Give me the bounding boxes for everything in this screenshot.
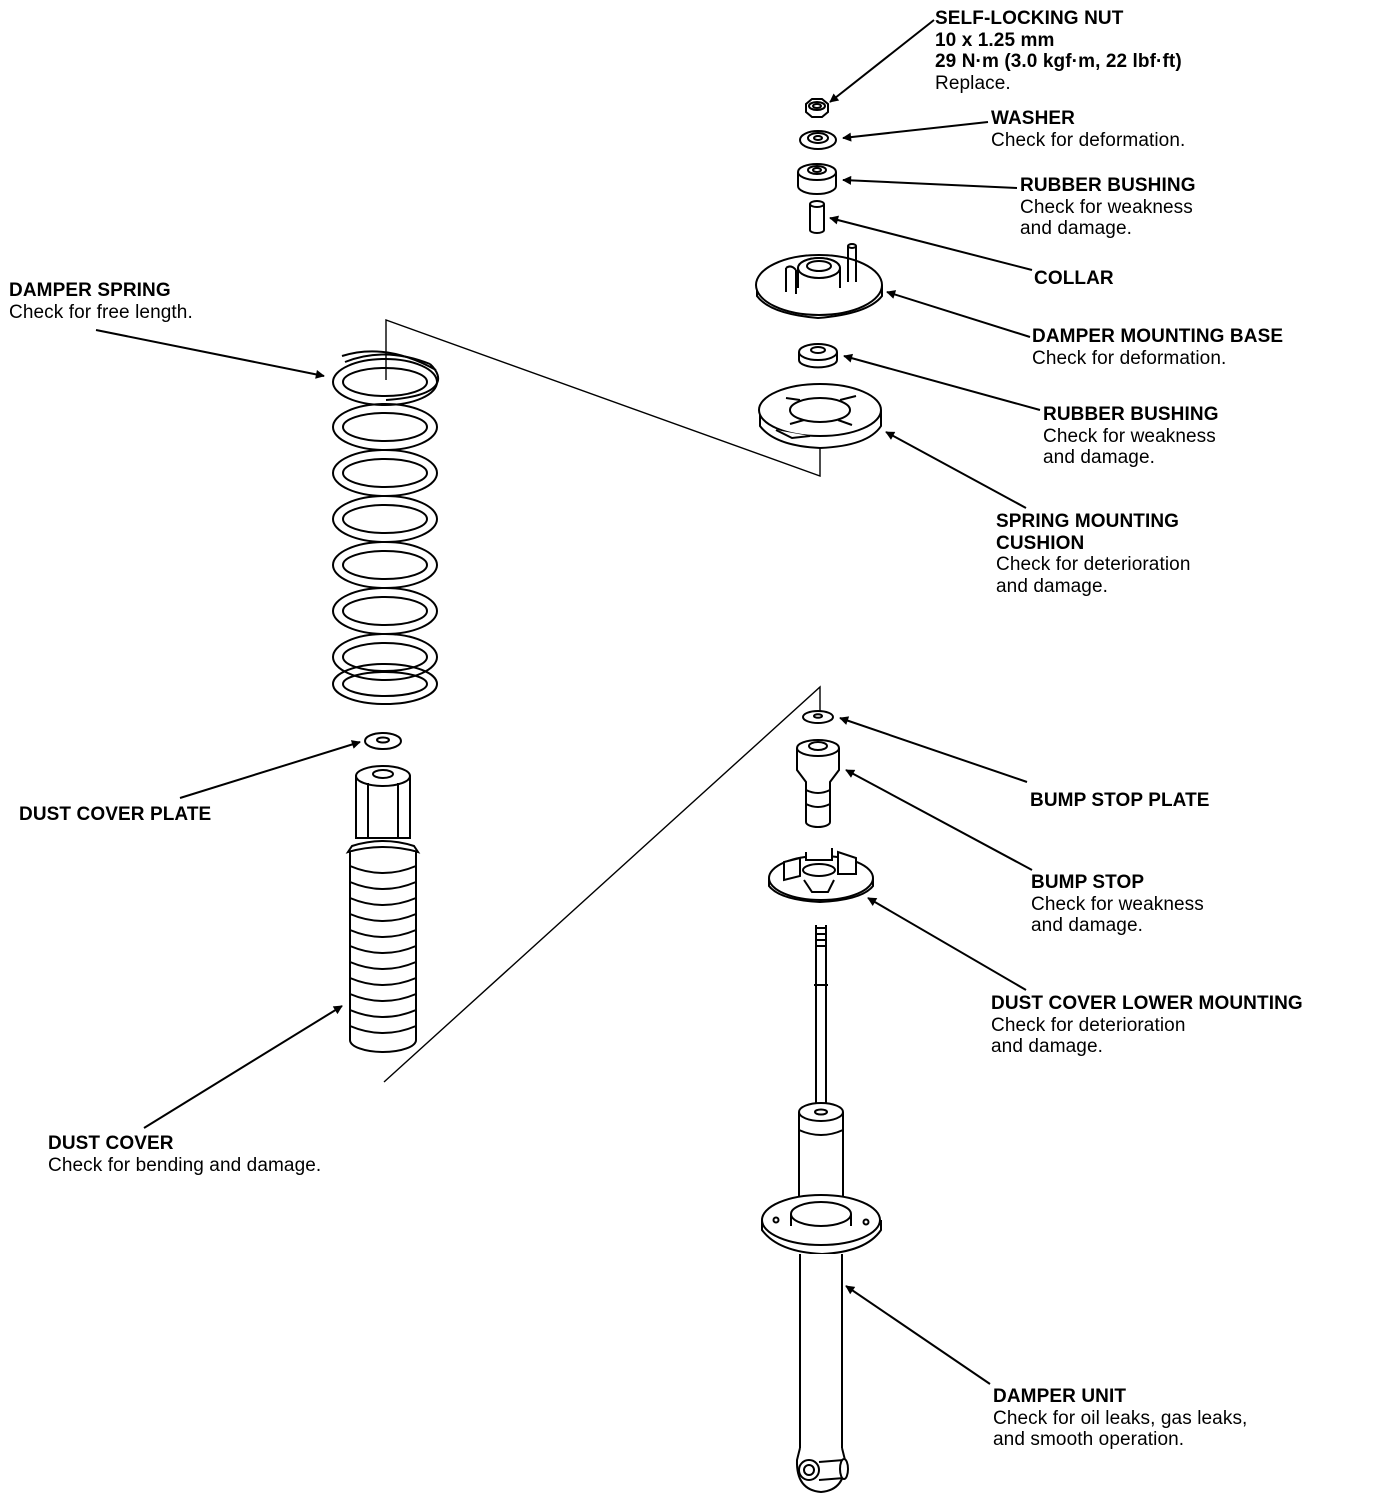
dust-cover-lower-mounting-desc-2: and damage.: [991, 1036, 1104, 1057]
bump-stop-desc-2: and damage.: [1031, 915, 1144, 936]
dust-cover-part: [345, 765, 421, 1053]
label-collar: COLLAR: [1034, 268, 1114, 290]
label-damper-unit: DAMPER UNIT Check for oil leaks, gas lea…: [993, 1386, 1247, 1451]
label-bump-stop-plate: BUMP STOP PLATE: [1030, 790, 1210, 812]
self-locking-nut-desc: Replace.: [935, 72, 1011, 94]
spring-top-guide-line: [385, 319, 821, 477]
washer-part: [799, 130, 837, 150]
damper-spring-desc: Check for free length.: [9, 301, 193, 323]
label-spring-mounting-cushion: SPRING MOUNTING CUSHION Check for deteri…: [996, 511, 1191, 597]
spring-mounting-cushion-title-2: CUSHION: [996, 532, 1085, 554]
rubber-bushing-upper-desc-1: Check for weakness: [1020, 196, 1193, 218]
arrow-damper-unit: [845, 1285, 991, 1385]
arrow-dust-cover-plate: [179, 740, 361, 799]
arrow-upper-rubber-bushing: [842, 175, 1018, 189]
collar-title: COLLAR: [1034, 268, 1114, 289]
bump-stop-part: [796, 739, 840, 828]
damper-mounting-base-desc: Check for deformation.: [1032, 347, 1227, 369]
washer-title: WASHER: [991, 108, 1075, 129]
upper-rubber-bushing-part: [797, 163, 837, 195]
label-washer: WASHER Check for deformation.: [991, 108, 1185, 151]
guide-lines: [383, 319, 821, 1083]
label-damper-mounting-base: DAMPER MOUNTING BASE Check for deformati…: [1032, 326, 1283, 369]
arrow-bump-stop: [845, 769, 1033, 871]
arrow-dust-cover: [143, 1005, 343, 1129]
rubber-bushing-lower-desc-2: and damage.: [1043, 447, 1156, 468]
arrow-washer: [842, 121, 989, 142]
label-rubber-bushing-upper: RUBBER BUSHING Check for weakness and da…: [1020, 175, 1196, 240]
damper-unit-title: DAMPER UNIT: [993, 1386, 1127, 1407]
spring-mounting-cushion-title-1: SPRING MOUNTING: [996, 511, 1180, 532]
label-bump-stop: BUMP STOP Check for weakness and damage.: [1031, 872, 1204, 937]
dust-cover-ribs: [349, 865, 417, 1034]
arrow-damper-mounting-base: [886, 290, 1031, 338]
label-damper-spring: DAMPER SPRING Check for free length.: [9, 280, 193, 323]
dust-cover-plate-part: [364, 732, 402, 750]
label-rubber-bushing-lower: RUBBER BUSHING Check for weakness and da…: [1043, 404, 1219, 469]
arrow-self-locking-nut: [829, 19, 935, 103]
damper-spring-part: [332, 350, 440, 705]
rubber-bushing-lower-desc-1: Check for weakness: [1043, 425, 1216, 447]
self-locking-nut-torque: 29 N·m (3.0 kgf·m, 22 lbf·ft): [935, 51, 1182, 72]
label-self-locking-nut: SELF-LOCKING NUT 10 x 1.25 mm 29 N·m (3.…: [935, 8, 1182, 94]
dust-cover-lower-mounting-title: DUST COVER LOWER MOUNTING: [991, 993, 1303, 1014]
arrow-collar: [829, 215, 1033, 271]
self-locking-nut-title: SELF-LOCKING NUT: [935, 8, 1124, 29]
label-dust-cover: DUST COVER Check for bending and damage.: [48, 1133, 321, 1176]
bump-stop-plate-title: BUMP STOP PLATE: [1030, 790, 1210, 811]
arrow-bump-stop-plate: [839, 716, 1028, 783]
spring-mounting-cushion-desc-1: Check for deterioration: [996, 554, 1191, 575]
damper-unit-desc-1: Check for oil leaks, gas leaks,: [993, 1407, 1248, 1429]
damper-mounting-base-title: DAMPER MOUNTING BASE: [1032, 326, 1284, 347]
self-locking-nut-part: [805, 98, 829, 118]
rubber-bushing-lower-title: RUBBER BUSHING: [1043, 404, 1219, 425]
leader-arrows: [95, 19, 1041, 1385]
dust-cover-title: DUST COVER: [48, 1133, 174, 1154]
collar-part: [809, 200, 825, 234]
bump-stop-desc-1: Check for weakness: [1031, 893, 1204, 915]
label-dust-cover-plate: DUST COVER PLATE: [19, 804, 211, 826]
label-dust-cover-lower-mounting: DUST COVER LOWER MOUNTING Check for dete…: [991, 993, 1303, 1058]
rubber-bushing-upper-desc-2: and damage.: [1020, 218, 1133, 239]
arrow-dust-cover-lower-mounting: [867, 897, 1027, 991]
arrow-spring-mounting-cushion: [885, 431, 1027, 509]
dust-cover-bottom-guide-line: [383, 685, 821, 1083]
spring-mounting-cushion-desc-2: and damage.: [996, 575, 1109, 597]
dust-cover-plate-title: DUST COVER PLATE: [19, 804, 212, 825]
washer-desc: Check for deformation.: [991, 129, 1186, 151]
arrow-damper-spring: [95, 329, 325, 379]
rubber-bushing-upper-title: RUBBER BUSHING: [1020, 175, 1196, 196]
damper-unit-desc-2: and smooth operation.: [993, 1429, 1185, 1450]
damper-unit-part: [761, 925, 882, 1494]
bump-stop-plate-part: [802, 710, 834, 724]
dust-cover-desc: Check for bending and damage.: [48, 1154, 322, 1176]
lower-rubber-bushing-part: [798, 343, 838, 369]
damper-spring-title: DAMPER SPRING: [9, 280, 171, 301]
self-locking-nut-size: 10 x 1.25 mm: [935, 29, 1055, 51]
dust-cover-lower-mounting-desc-1: Check for deterioration: [991, 1014, 1186, 1036]
arrow-lower-rubber-bushing: [843, 353, 1041, 411]
spring-mounting-cushion-part: [758, 383, 882, 450]
damper-mounting-base-part: [755, 243, 883, 320]
dust-cover-lower-mounting-part: [768, 848, 874, 904]
bump-stop-title: BUMP STOP: [1031, 872, 1145, 893]
